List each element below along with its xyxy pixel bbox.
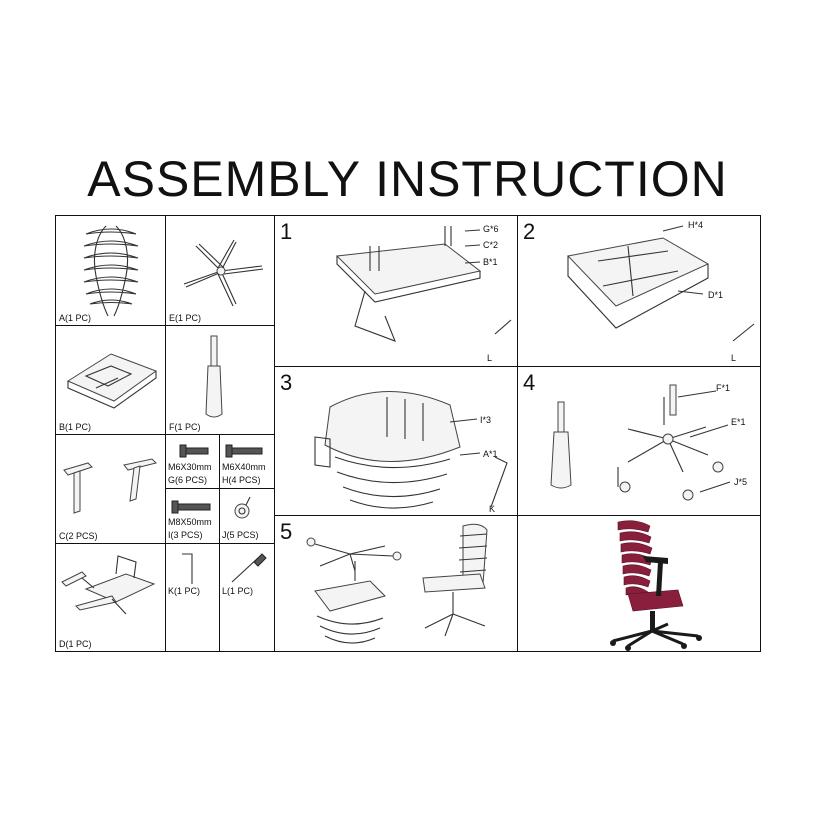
step-1-number: 1 <box>280 219 293 244</box>
part-d-label: D(1 PC) <box>59 639 92 649</box>
step-3-panel: 3 I*3 A*1 K <box>274 366 518 516</box>
step-3-callout-i: I*3 <box>480 415 492 425</box>
part-l-label: L(1 PC) <box>222 586 254 596</box>
finished-chair-panel <box>517 515 761 652</box>
step-1-callout-l: L <box>487 353 493 363</box>
part-g-label: G(6 PCS) <box>168 475 208 485</box>
part-e-label: E(1 PC) <box>169 313 202 323</box>
part-e-cell: E(1 PC) <box>165 215 275 326</box>
armrest-bracket-drawing <box>61 555 156 615</box>
step-4-callout-f: F*1 <box>716 383 731 393</box>
part-g-cell: M6X30mm G(6 PCS) <box>165 434 220 489</box>
step-2-callout-d: D*1 <box>708 290 724 300</box>
part-b-cell: B(1 PC) <box>55 325 166 435</box>
base-star-drawing <box>183 239 264 307</box>
step-2-panel: 2 H*4 D*1 L <box>517 215 761 367</box>
step-4-panel: 4 F*1 E*1 J*5 <box>517 366 761 516</box>
caster-icon <box>234 496 251 519</box>
step-1-panel: 1 G*6 C*2 B*1 L <box>274 215 518 367</box>
step-3-number: 3 <box>280 370 293 395</box>
part-a-label: A(1 PC) <box>59 313 92 323</box>
bolt-i-icon <box>171 500 211 514</box>
part-c-label: C(2 PCS) <box>59 531 98 541</box>
step-2-callout-h: H*4 <box>688 220 704 230</box>
step-5-number: 5 <box>280 519 293 544</box>
part-b-label: B(1 PC) <box>59 422 92 432</box>
part-j-label: J(5 PCS) <box>222 530 259 540</box>
part-i-label: I(3 PCS) <box>168 530 203 540</box>
page-title: ASSEMBLY INSTRUCTION <box>87 151 728 207</box>
part-k-label: K(1 PC) <box>168 586 201 596</box>
mechanism-drawing <box>66 353 158 409</box>
step-1-callout-c: C*2 <box>483 240 499 250</box>
step-3-callout-a: A*1 <box>483 449 498 459</box>
step-4-callout-e: E*1 <box>731 417 746 427</box>
step-4-number: 4 <box>523 370 536 395</box>
part-l-cell: L(1 PC) <box>219 543 275 652</box>
step-2-drawing <box>567 225 755 342</box>
backrest-drawing <box>83 225 139 317</box>
part-a-cell: A(1 PC) <box>55 215 166 326</box>
part-f-label: F(1 PC) <box>169 422 201 432</box>
part-h-cell: M6X40mm H(4 PCS) <box>219 434 275 489</box>
gas-lift-drawing <box>205 335 223 418</box>
step-1-drawing <box>335 226 512 342</box>
allen-key-icon <box>182 553 193 584</box>
part-h-size: M6X40mm <box>222 462 266 472</box>
part-g-size: M6X30mm <box>168 462 212 472</box>
step-1-callout-b: B*1 <box>483 257 498 267</box>
step-3-drawing <box>314 391 508 509</box>
step-4-drawing <box>550 384 731 501</box>
part-i-size: M8X50mm <box>168 517 212 527</box>
step-1-callout-g: G*6 <box>483 224 499 234</box>
step-2-callout-l: L <box>731 353 737 363</box>
part-h-label: H(4 PCS) <box>222 475 261 485</box>
part-i-cell: M8X50mm I(3 PCS) <box>165 488 220 544</box>
part-d-cell: D(1 PC) <box>55 543 166 652</box>
part-k-cell: K(1 PC) <box>165 543 220 652</box>
step-5-drawing <box>306 523 488 644</box>
finished-chair-photo <box>610 520 702 651</box>
step-2-number: 2 <box>523 219 536 244</box>
armrest-drawing <box>63 458 157 514</box>
screwdriver-icon <box>231 553 267 583</box>
part-j-cell: J(5 PCS) <box>219 488 275 544</box>
step-5-panel: 5 <box>274 515 518 652</box>
step-3-callout-k: K <box>489 504 496 514</box>
part-f-cell: F(1 PC) <box>165 325 275 435</box>
step-4-callout-j: J*5 <box>734 477 748 487</box>
part-c-cell: C(2 PCS) <box>55 434 166 544</box>
bolt-g-icon <box>179 444 209 458</box>
bolt-h-icon <box>225 444 263 458</box>
